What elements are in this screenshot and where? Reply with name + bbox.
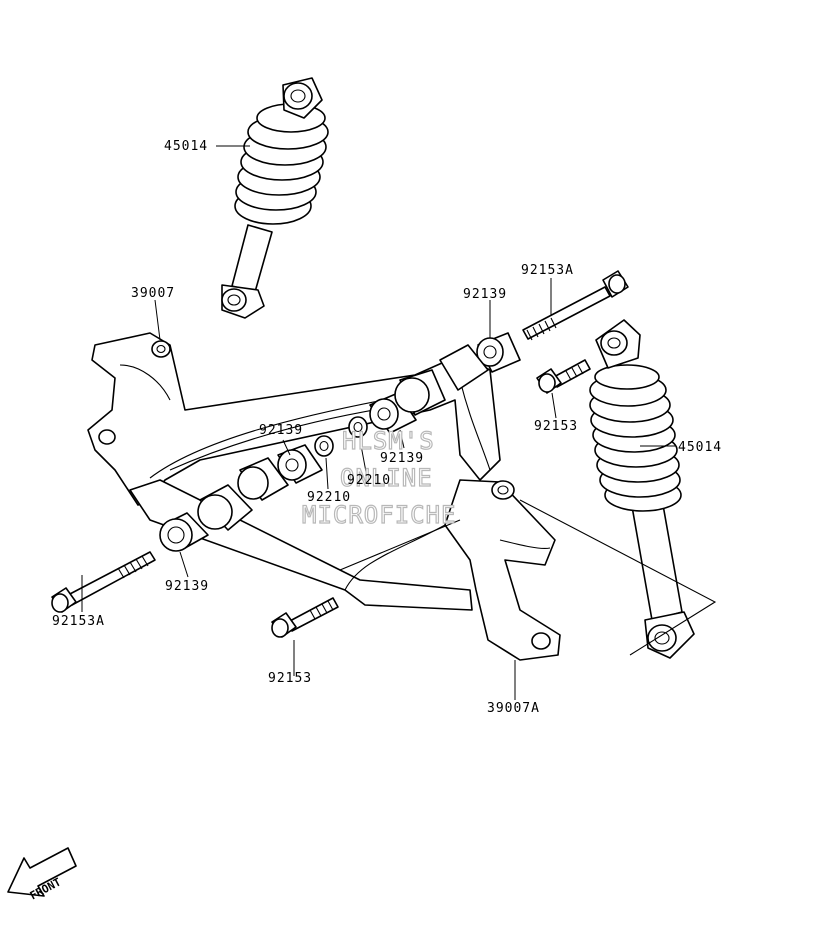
callout-shock-right[interactable]: 45014 [678, 440, 722, 455]
callout-lower-arm[interactable]: 39007A [487, 701, 540, 716]
bolt-long-left[interactable] [51, 551, 156, 613]
callout-bolt-short-right[interactable]: 92153 [534, 419, 578, 434]
watermark: HLSM'S ONLINE MICROFICHE [301, 426, 457, 529]
collar-arm-pivot[interactable] [439, 344, 489, 391]
watermark-line-2: ONLINE [340, 464, 433, 492]
callout-collar-top-right[interactable]: 92139 [463, 287, 507, 302]
collar-left-outer[interactable] [159, 512, 209, 552]
front-indicator: FRONT [7, 847, 77, 903]
callout-upper-arm[interactable]: 39007 [131, 286, 175, 301]
callout-collar-mid-left[interactable]: 92139 [259, 423, 303, 438]
watermark-line-3: MICROFICHE [302, 501, 457, 529]
bolt-short-right[interactable] [536, 359, 591, 394]
watermark-line-1: HLSM'S [342, 427, 435, 455]
collar-mid-a[interactable] [237, 457, 289, 501]
shock-absorber-top[interactable] [221, 77, 329, 319]
callout-collar-bottom-left[interactable]: 92139 [165, 579, 209, 594]
bolt-short-bottom[interactable] [271, 597, 339, 638]
assembly-outline [339, 499, 717, 656]
callout-bolt-long-left[interactable]: 92153A [52, 614, 105, 629]
callout-bolt-long-top[interactable]: 92153A [521, 263, 574, 278]
upper-a-arm[interactable] [87, 332, 501, 506]
collar-left-inner[interactable] [197, 484, 253, 531]
spacer-right[interactable] [348, 416, 368, 438]
collar-right-b[interactable] [394, 369, 446, 416]
callout-spacer-left[interactable]: 92210 [307, 490, 351, 505]
shock-absorber-right[interactable] [589, 319, 695, 659]
callout-spacer-right[interactable]: 92210 [347, 473, 391, 488]
callout-collar-mid-right[interactable]: 92139 [380, 451, 424, 466]
leader-lines [81, 145, 676, 700]
spacer-left[interactable] [314, 435, 334, 457]
callout-bolt-short-bottom[interactable]: 92153 [268, 671, 312, 686]
bolt-long-top[interactable] [522, 270, 629, 341]
callout-shock-top[interactable]: 45014 [164, 139, 208, 154]
callout-labels: 45014 45014 39007 39007A 92153A 92153A 9… [52, 139, 722, 716]
collar-mid-b[interactable] [277, 444, 323, 484]
